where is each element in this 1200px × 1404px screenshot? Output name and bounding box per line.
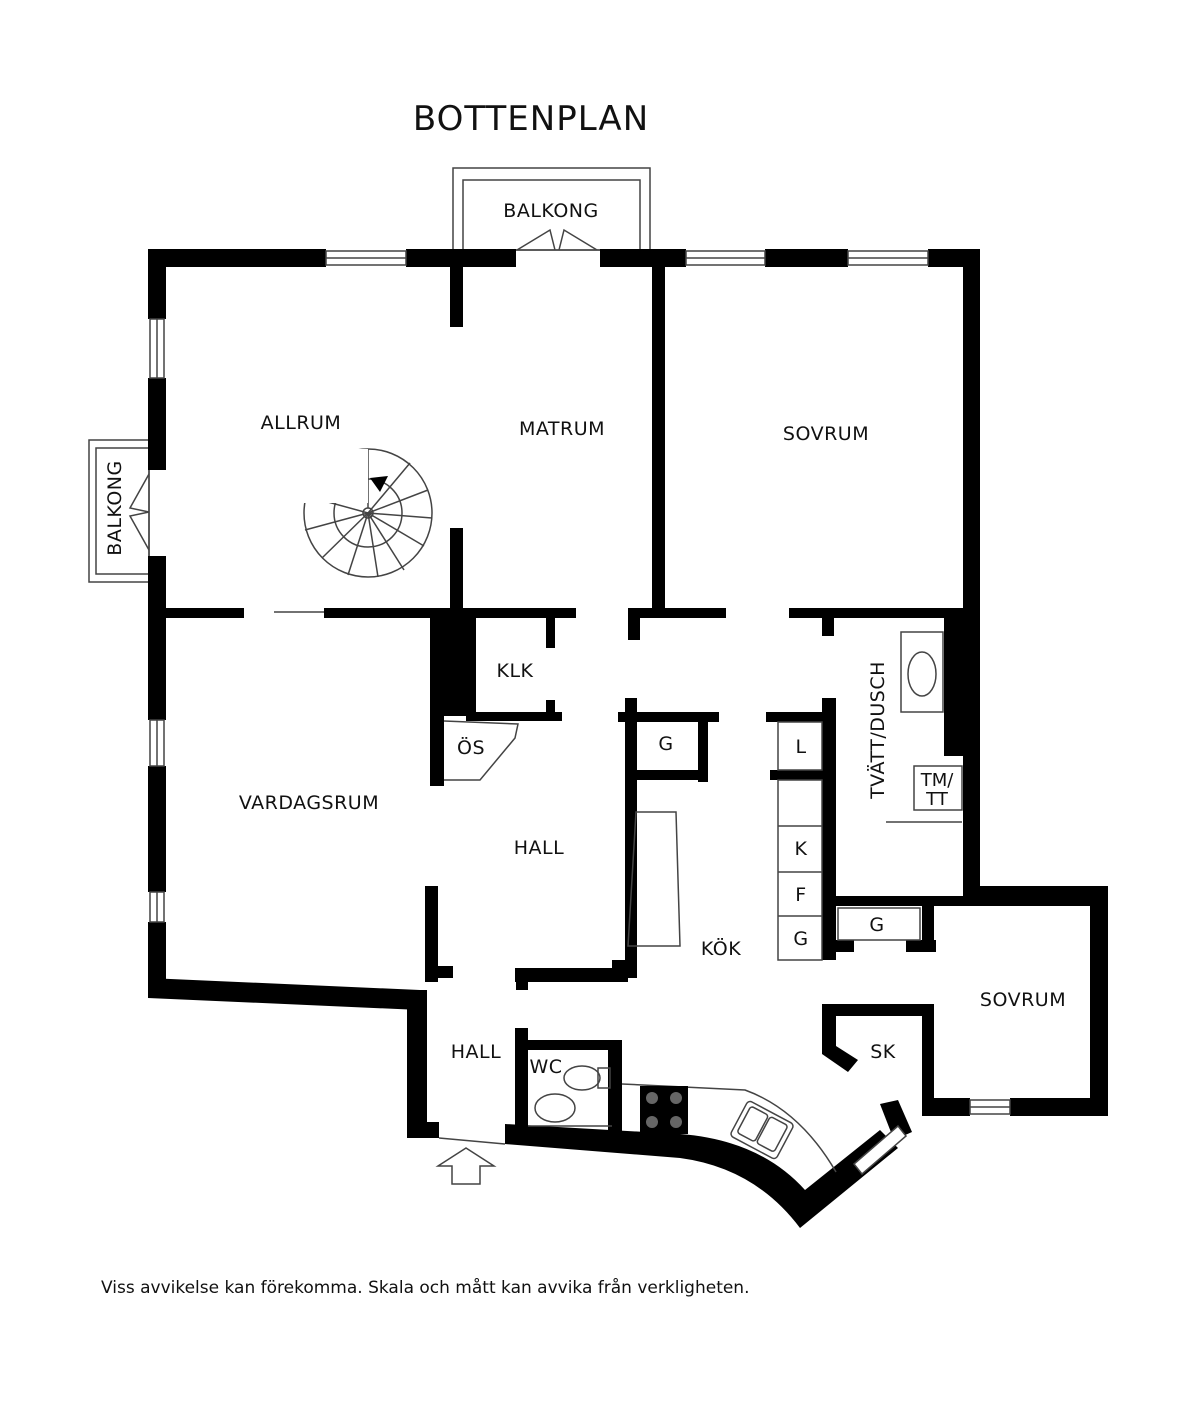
label-f: F	[795, 884, 806, 906]
label-l: L	[795, 736, 806, 758]
label-tm-2: TT	[925, 789, 949, 810]
disclaimer-text: Viss avvikelse kan förekomma. Skala och …	[101, 1277, 750, 1298]
label-os: ÖS	[457, 736, 485, 759]
label-k: K	[795, 838, 808, 860]
windows	[149, 250, 1011, 1176]
label-sovrum-1: SOVRUM	[783, 423, 869, 445]
label-wc: WC	[529, 1056, 562, 1078]
balcony-left	[88, 439, 150, 583]
label-sk: SK	[870, 1041, 896, 1063]
balcony-top	[452, 167, 651, 251]
label-g-1: G	[658, 733, 673, 755]
label-g-2: G	[793, 928, 808, 950]
label-tm-1: TM/	[920, 770, 955, 791]
plan-title: BOTTENPLAN	[413, 99, 649, 139]
label-balkong-top: BALKONG	[503, 200, 598, 222]
label-allrum: ALLRUM	[261, 412, 342, 434]
spiral-stair	[300, 448, 433, 578]
exterior-walls	[148, 249, 1108, 1228]
label-matrum: MATRUM	[519, 418, 605, 440]
label-g-3: G	[869, 914, 884, 936]
label-balkong-left: BALKONG	[104, 460, 126, 555]
label-hall-2: HALL	[451, 1041, 501, 1063]
label-tvatt-dusch: TVÄTT/DUSCH	[866, 661, 889, 800]
label-hall-1: HALL	[514, 837, 564, 859]
interior-walls	[166, 267, 963, 1173]
entrance-arrow-icon	[435, 1147, 497, 1185]
label-kok: KÖK	[701, 937, 741, 960]
room-labels: BALKONG BALKONG ALLRUM MATRUM SOVRUM KLK…	[104, 200, 1066, 1078]
label-sovrum-2: SOVRUM	[980, 989, 1066, 1011]
label-vardagsrum: VARDAGSRUM	[239, 792, 379, 814]
label-klk: KLK	[496, 660, 533, 682]
